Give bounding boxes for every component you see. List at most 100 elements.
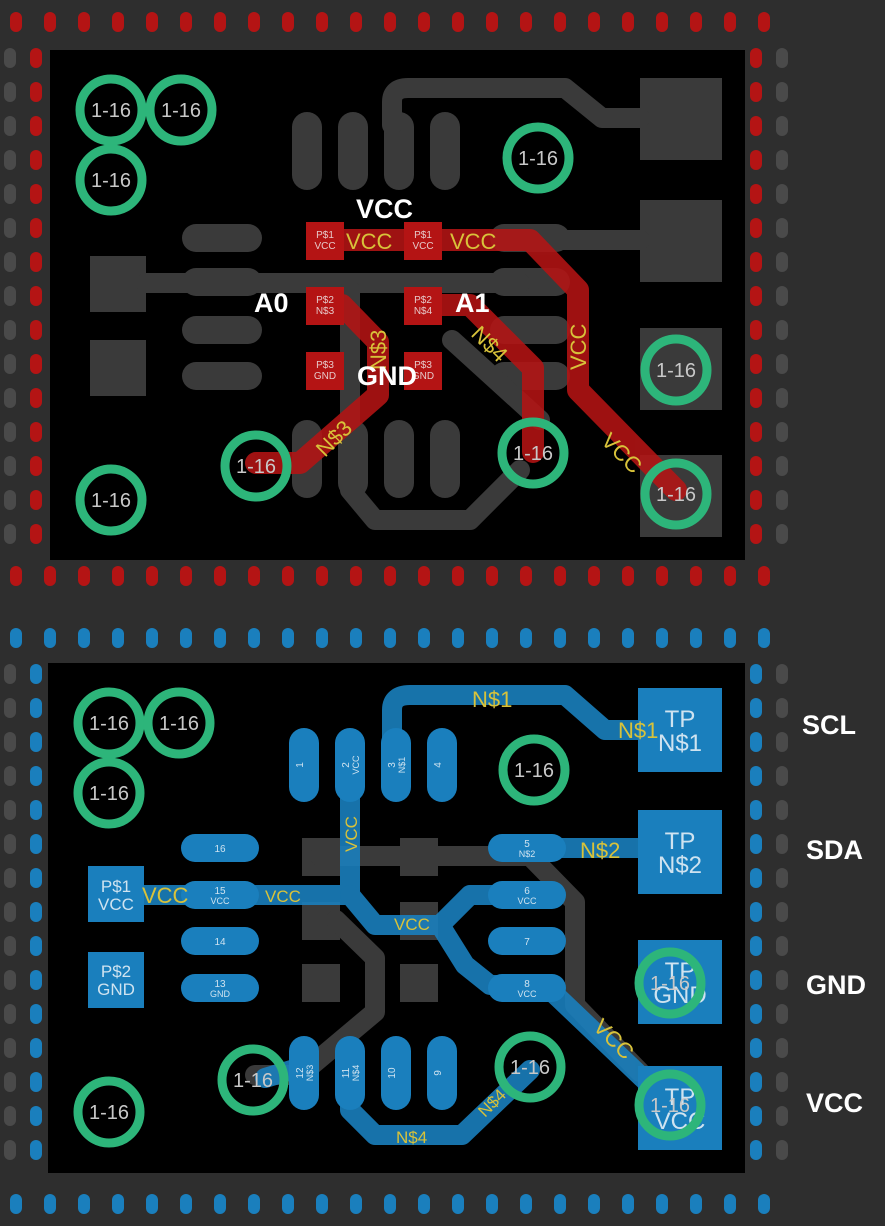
stitch-dash bbox=[4, 48, 16, 68]
ic-pin-16[interactable]: 16 bbox=[181, 834, 259, 862]
pad-p1-right[interactable] bbox=[404, 222, 442, 260]
pad-text: VCC bbox=[412, 241, 433, 252]
bottom-net-labels: N$1 N$1 N$2 VCC VCC VCC VCC VCC N$4 N$4 bbox=[142, 687, 658, 1147]
stitch-dash bbox=[724, 1194, 736, 1214]
via[interactable]: 1-16 bbox=[494, 1031, 566, 1103]
ic-pin-number: 12 bbox=[295, 1067, 306, 1079]
pad-p1-left[interactable] bbox=[306, 222, 344, 260]
power-pad-vcc[interactable] bbox=[88, 866, 144, 922]
ic-pin-number: 15 bbox=[214, 886, 226, 897]
via[interactable]: 1-16 bbox=[498, 734, 570, 806]
via[interactable]: 1-16 bbox=[75, 464, 147, 536]
stitch-dash bbox=[4, 1004, 16, 1024]
via-label: 1-16 bbox=[236, 456, 276, 478]
stitch-dash bbox=[112, 1194, 124, 1214]
stitch-dash bbox=[750, 868, 762, 888]
via[interactable]: 1-16 bbox=[634, 947, 706, 1019]
stitch-dash bbox=[588, 566, 600, 586]
via[interactable]: 1-16 bbox=[75, 74, 147, 146]
stitch-dash bbox=[4, 490, 16, 510]
stitch-dash bbox=[30, 902, 42, 922]
ic-pin-number: 10 bbox=[387, 1067, 398, 1079]
stitch-dash bbox=[180, 566, 192, 586]
stitch-dash bbox=[588, 12, 600, 32]
stitch-dash bbox=[750, 1072, 762, 1092]
via[interactable]: 1-16 bbox=[220, 430, 292, 502]
via[interactable]: 1-16 bbox=[217, 1044, 289, 1116]
pad-p3-right[interactable] bbox=[404, 352, 442, 390]
bottom-edge-stitching bbox=[4, 628, 788, 1214]
via[interactable]: 1-16 bbox=[73, 1076, 145, 1148]
net-label-n2: N$2 bbox=[580, 838, 620, 863]
via[interactable]: 1-16 bbox=[73, 687, 145, 759]
ic-pad bbox=[181, 881, 259, 909]
power-pad-gnd[interactable] bbox=[88, 952, 144, 1008]
stitch-dash bbox=[180, 12, 192, 32]
stitch-dash bbox=[776, 184, 788, 204]
ic-pin-5[interactable]: 5N$2 bbox=[488, 834, 566, 862]
top-pads bbox=[306, 222, 442, 390]
via[interactable]: 1-16 bbox=[640, 458, 712, 530]
stitch-dash bbox=[776, 150, 788, 170]
via[interactable]: 1-16 bbox=[143, 687, 215, 759]
stitch-dash bbox=[316, 12, 328, 32]
ic-pin-7[interactable]: 7 bbox=[488, 927, 566, 955]
pad-text: VCC bbox=[314, 241, 335, 252]
via-ring bbox=[634, 947, 706, 1019]
ic-pad bbox=[427, 1036, 457, 1110]
ic-pin-4[interactable]: 4 bbox=[427, 728, 457, 802]
via[interactable]: 1-16 bbox=[75, 144, 147, 216]
ic-pin-1[interactable]: 1 bbox=[289, 728, 319, 802]
stitch-dash bbox=[4, 320, 16, 340]
stitch-dash bbox=[30, 116, 42, 136]
via[interactable]: 1-16 bbox=[634, 1069, 706, 1141]
via-ring bbox=[143, 687, 215, 759]
ic-pad bbox=[488, 834, 566, 862]
stitch-dash bbox=[44, 12, 56, 32]
stitch-dash bbox=[554, 1194, 566, 1214]
via-label: 1-16 bbox=[159, 713, 199, 735]
stitch-dash bbox=[30, 218, 42, 238]
via-ring bbox=[634, 1069, 706, 1141]
ic-pin-9[interactable]: 9 bbox=[427, 1036, 457, 1110]
ic-pin-number: 16 bbox=[214, 844, 226, 855]
via[interactable]: 1-16 bbox=[73, 757, 145, 829]
via[interactable]: 1-16 bbox=[502, 122, 574, 194]
ic-pin-14[interactable]: 14 bbox=[181, 927, 259, 955]
ic-pin-10[interactable]: 10 bbox=[381, 1036, 411, 1110]
pad-p3-left[interactable] bbox=[306, 352, 344, 390]
stitch-dash bbox=[30, 664, 42, 684]
ic-pin-number: 7 bbox=[524, 937, 530, 948]
stitch-dash bbox=[750, 456, 762, 476]
stitch-dash bbox=[384, 566, 396, 586]
stitch-dash bbox=[750, 286, 762, 306]
ic-pin-net: N$2 bbox=[519, 849, 536, 859]
stitch-dash bbox=[10, 566, 22, 586]
via[interactable]: 1-16 bbox=[145, 74, 217, 146]
pad-p2-right[interactable] bbox=[404, 287, 442, 325]
top-pad-texts: P$1 VCC P$1 VCC P$2 N$3 P$2 N$4 P$3 GND … bbox=[314, 230, 434, 382]
via-ring bbox=[494, 1031, 566, 1103]
pad-p2-left[interactable] bbox=[306, 287, 344, 325]
testpoint-text: N$1 bbox=[658, 730, 702, 757]
net-label-vcc: VCC bbox=[342, 816, 361, 852]
via-ring bbox=[220, 430, 292, 502]
testpoint-sda[interactable] bbox=[638, 810, 722, 894]
pad-text: P$2 bbox=[414, 295, 432, 306]
ic-pin-net: N$3 bbox=[305, 1065, 315, 1082]
stitch-dash bbox=[776, 1004, 788, 1024]
testpoint-scl[interactable] bbox=[638, 688, 722, 772]
stitch-dash bbox=[30, 354, 42, 374]
via[interactable]: 1-16 bbox=[640, 334, 712, 406]
via[interactable]: 1-16 bbox=[497, 417, 569, 489]
stitch-dash bbox=[282, 12, 294, 32]
